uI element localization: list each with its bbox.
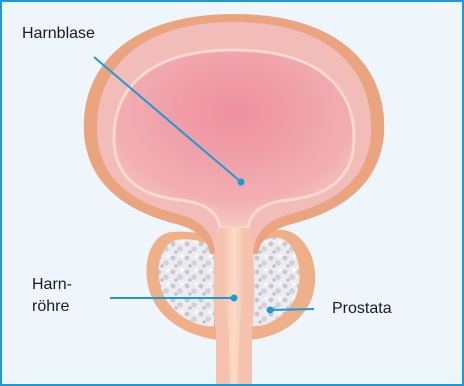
prostate-leader-line bbox=[270, 309, 314, 310]
urethra-leader-dot bbox=[231, 295, 238, 302]
urethra-label-line2: röhre bbox=[32, 298, 69, 316]
prostate-label: Prostata bbox=[332, 300, 392, 318]
urethra-label-line1: Harn- bbox=[32, 276, 72, 294]
prostate-leader-dot bbox=[267, 307, 274, 314]
bladder-leader-dot bbox=[238, 179, 245, 186]
bladder-label: Harnblase bbox=[22, 25, 95, 43]
